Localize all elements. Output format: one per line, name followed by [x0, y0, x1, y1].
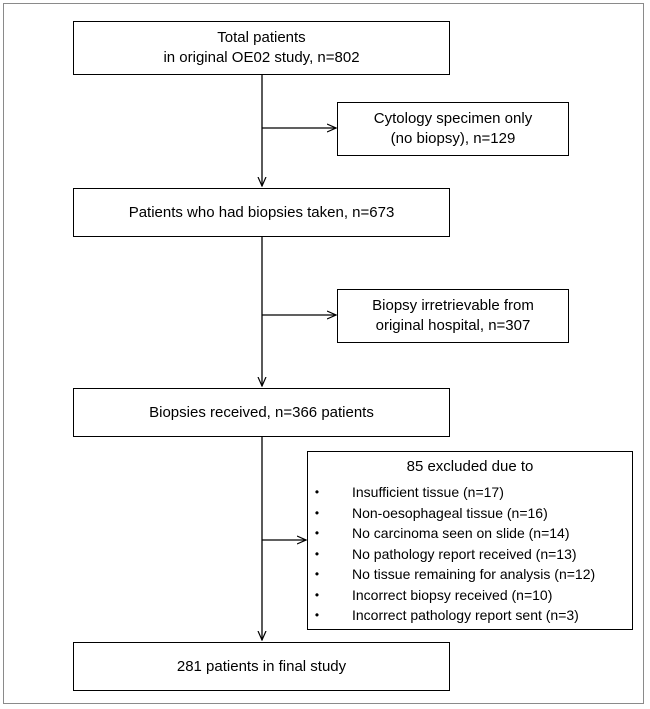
exclusion-item: • No tissue remaining for analysis (n=12): [308, 564, 632, 585]
bullet-icon: •: [314, 587, 320, 602]
irretrievable-line1: Biopsy irretrievable from: [372, 297, 534, 314]
biopsies-received-label: Biopsies received, n=366 patients: [149, 403, 374, 421]
final-study-box: 281 patients in final study: [73, 642, 450, 691]
bullet-icon: •: [314, 608, 320, 622]
cytology-line1: Cytology specimen only: [373, 110, 533, 127]
exclusion-text: Insufficient tissue (n=17): [352, 484, 504, 500]
bullet-icon: •: [314, 546, 320, 561]
exclusion-item: • No pathology report received (n=13): [308, 544, 632, 565]
exclusion-item: • No carcinoma seen on slide (n=14): [308, 523, 632, 544]
exclusions-box: 85 excluded due to • Insufficient tissue …: [307, 451, 633, 630]
biopsies-taken-label: Patients who had biopsies taken, n=673: [128, 203, 395, 221]
bullet-icon: •: [314, 485, 320, 499]
total-patients-line1: Total patients: [217, 29, 306, 46]
exclusion-text: No tissue remaining for analysis (n=12): [352, 566, 596, 582]
exclusion-text: Non-oesophageal tissue (n=16): [352, 504, 548, 521]
bullet-icon: •: [314, 505, 320, 520]
exclusions-list: • Insufficient tissue (n=17) • Non-oesopha…: [308, 482, 632, 626]
exclusion-item: • Incorrect pathology report sent (n=3): [308, 605, 632, 626]
exclusion-item: • Insufficient tissue (n=17): [308, 482, 632, 503]
biopsies-taken-box: Patients who had biopsies taken, n=673: [73, 188, 450, 237]
exclusion-text: No carcinoma seen on slide (n=14): [352, 525, 570, 541]
exclusions-heading: 85 excluded due to: [406, 458, 534, 475]
biopsies-received-box: Biopsies received, n=366 patients: [73, 388, 450, 437]
cytology-box: Cytology specimen only (no biopsy), n=12…: [337, 102, 569, 156]
irretrievable-line2: original hospital, n=307: [375, 317, 531, 334]
irretrievable-box: Biopsy irretrievable from original hospi…: [337, 289, 569, 343]
exclusion-item: • Incorrect biopsy received (n=10): [308, 585, 632, 606]
figure-frame: [3, 3, 644, 704]
bullet-icon: •: [314, 526, 320, 540]
bullet-icon: •: [314, 567, 320, 581]
exclusion-text: Incorrect pathology report sent (n=3): [352, 607, 579, 623]
exclusion-item: • Non-oesophageal tissue (n=16): [308, 503, 632, 524]
total-patients-line2: in original OE02 study, n=802: [163, 49, 360, 66]
exclusion-text: No pathology report received (n=13): [352, 545, 577, 562]
cytology-line2: (no biopsy), n=129: [390, 130, 516, 147]
total-patients-box: Total patients in original OE02 study, n…: [73, 21, 450, 75]
final-study-label: 281 patients in final study: [176, 657, 347, 675]
exclusion-text: Incorrect biopsy received (n=10): [352, 586, 553, 603]
